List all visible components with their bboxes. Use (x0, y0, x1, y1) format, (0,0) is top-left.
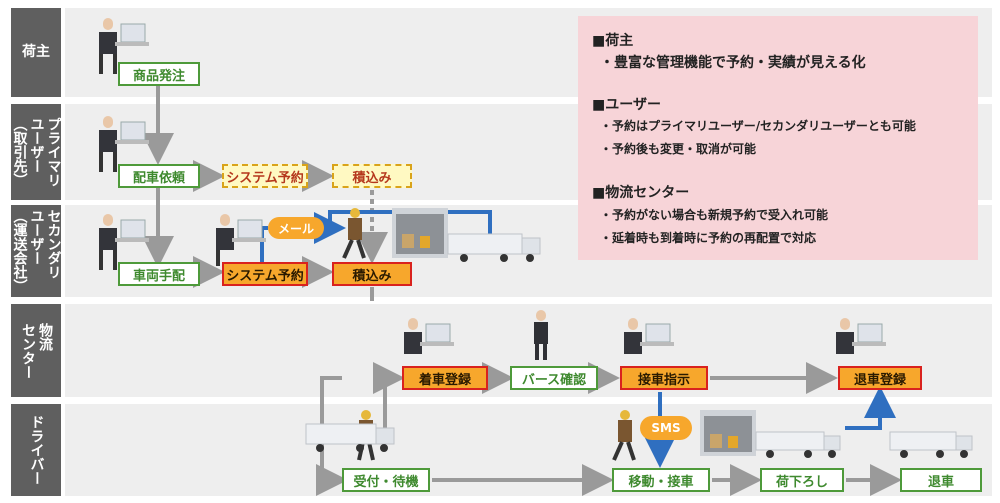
box-loading-secondary: 積込み (332, 262, 412, 286)
driver-icons (342, 208, 636, 461)
info-center-item: ・予約がない場合も新規予約で受入れ可能 (600, 208, 829, 222)
box-order: 商品発注 (118, 62, 200, 86)
info-shipper-item: ・豊富な管理機能で予約・実績が見える化 (600, 55, 866, 71)
box-departure: 退車 (900, 468, 982, 492)
lane-label-center: 物流 センター (11, 304, 61, 397)
box-berth-check: バース確認 (510, 366, 598, 390)
lane-label-text: ドライバー (28, 415, 45, 485)
info-center-item: ・延着時も到着時に予約の再配置で対応 (600, 231, 817, 245)
info-shipper-heading: ■荷主 (592, 33, 634, 49)
info-panel: ■荷主 ・豊富な管理機能で予約・実績が見える化 ■ユーザー ・予約はプライマリユ… (578, 16, 978, 260)
box-dock-instruction: 接車指示 (620, 366, 708, 390)
office-worker-icons (99, 18, 886, 360)
lane-label-text: プライマリ ユーザー （取引先） (11, 117, 62, 187)
lane-label-driver: ドライバー (11, 404, 61, 496)
box-vehicle-arrange: 車両手配 (118, 262, 200, 286)
warehouse-icons (392, 208, 756, 456)
box-loading-primary: 積込み (332, 164, 412, 188)
info-center-heading: ■物流センター (592, 185, 690, 201)
blue-notification-arrows (260, 210, 896, 468)
box-move-dock: 移動・接車 (612, 468, 710, 492)
sms-notification-pill: SMS (640, 416, 692, 440)
mail-notification-pill: メール (268, 217, 324, 239)
box-system-reserve-primary: システム予約 (222, 164, 308, 188)
info-user-item: ・予約はプライマリユーザー/セカンダリユーザーとも可能 (600, 119, 916, 133)
box-departure-register: 退車登録 (838, 366, 922, 390)
lane-label-text: 荷主 (22, 44, 50, 60)
box-system-reserve-secondary: システム予約 (222, 262, 308, 286)
box-dispatch-request: 配車依頼 (118, 164, 200, 188)
box-arrival-register: 着車登録 (402, 366, 488, 390)
lane-label-primary: プライマリ ユーザー （取引先） (11, 104, 62, 200)
lane-label-text: セカンダリ ユーザー （運送会社） (11, 209, 62, 293)
lane-label-shipper: 荷主 (11, 8, 61, 97)
lane-label-text: 物流 センター (20, 322, 53, 379)
box-unloading: 荷下ろし (760, 468, 844, 492)
box-reception-wait: 受付・待機 (342, 468, 430, 492)
info-user-heading: ■ユーザー (592, 97, 661, 113)
truck-icons (305, 233, 973, 458)
gray-flow-arrows (142, 86, 902, 496)
lane-label-secondary: セカンダリ ユーザー （運送会社） (11, 205, 62, 297)
info-user-item: ・予約後も変更・取消が可能 (600, 142, 757, 156)
